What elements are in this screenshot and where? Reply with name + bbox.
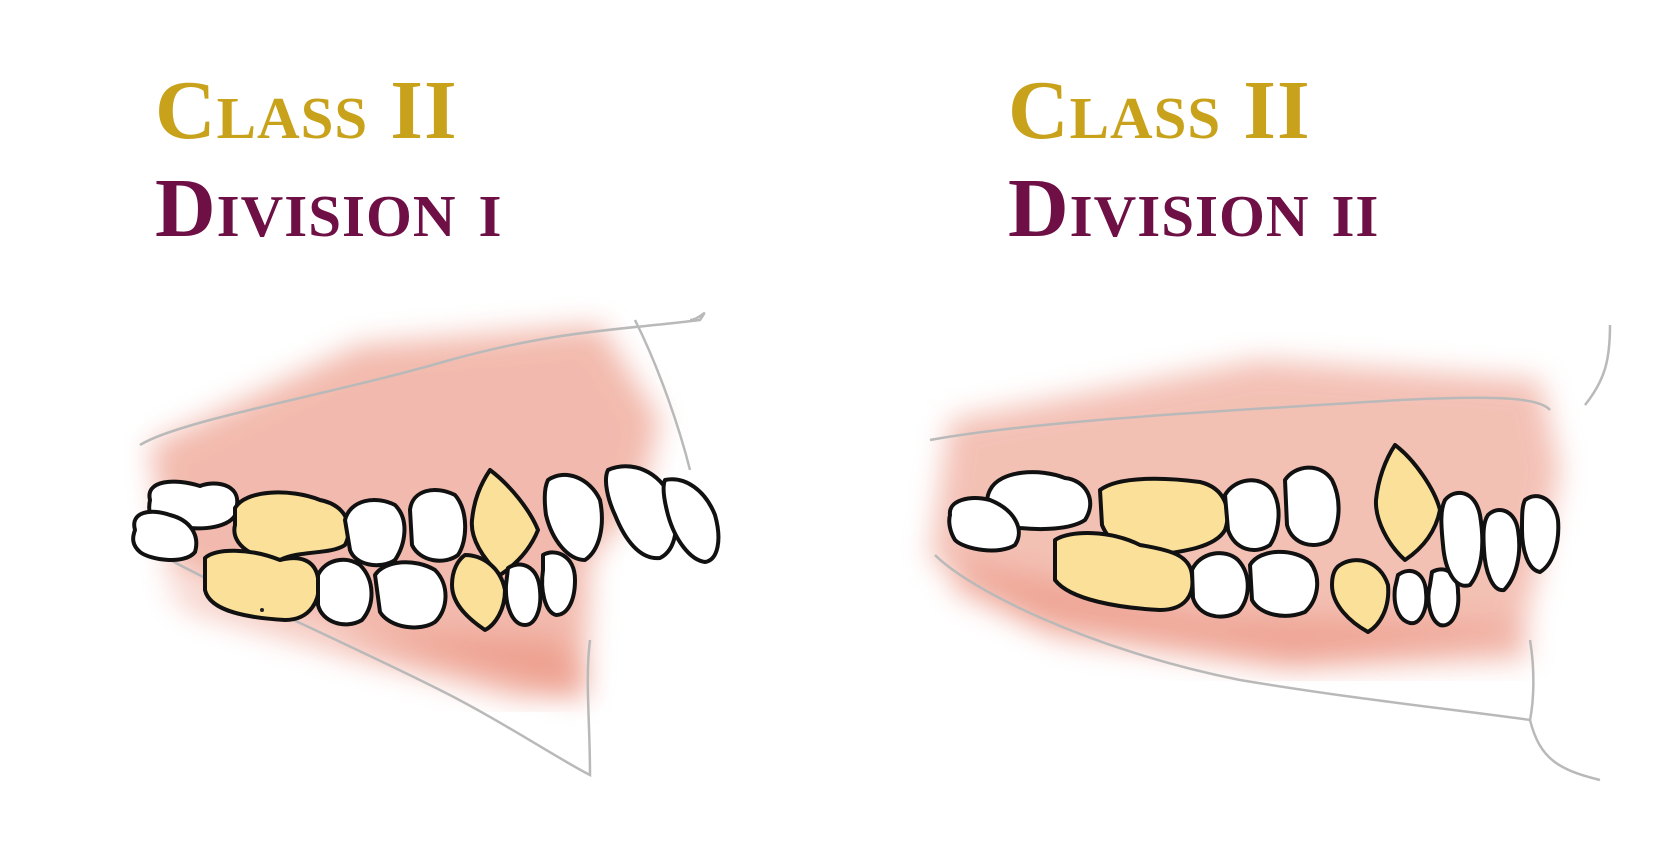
lower-lip-contour — [1528, 639, 1535, 721]
tooth — [503, 562, 543, 627]
tooth — [1223, 478, 1281, 552]
tooth — [604, 464, 678, 561]
tooth — [373, 560, 448, 630]
panel-class-ii-division-ii: Class II Division ii — [840, 0, 1680, 860]
upper-lip-contour — [1584, 324, 1612, 406]
tooth — [1283, 465, 1341, 547]
teeth — [131, 464, 721, 632]
jaw-illustration-division-i — [131, 312, 721, 778]
highlighted-tooth — [1373, 443, 1442, 562]
lower-jaw-contour — [934, 554, 1601, 782]
tooth — [343, 498, 407, 568]
gum-shading-deep — [950, 560, 1530, 670]
tooth — [540, 550, 577, 617]
tooth — [1392, 569, 1429, 626]
tooth — [947, 496, 1021, 553]
tooth — [1439, 490, 1485, 588]
tooth — [661, 477, 721, 564]
upper-lip-contour — [633, 319, 692, 471]
tooth — [131, 509, 199, 562]
dot-mark — [260, 608, 264, 612]
highlighted-tooth — [1330, 558, 1391, 634]
gum-shading-deep — [160, 580, 585, 700]
upper-lip-line — [139, 312, 706, 447]
tooth — [1481, 508, 1522, 592]
class-label: Class II — [155, 64, 458, 157]
upper-lip-line — [929, 396, 1551, 442]
tooth — [1190, 551, 1250, 619]
teeth — [947, 443, 1561, 634]
class-label: Class II — [1008, 64, 1311, 157]
tooth — [1520, 494, 1561, 574]
jaw-illustration-division-ii — [929, 324, 1612, 782]
division-label: Division i — [155, 162, 503, 255]
tooth — [316, 557, 374, 627]
tooth — [542, 472, 604, 562]
highlighted-tooth — [232, 490, 351, 562]
division-label: Division ii — [1008, 162, 1380, 255]
highlighted-tooth — [450, 553, 507, 632]
tooth — [408, 488, 468, 563]
panel-class-ii-division-i: Class II Division i — [131, 64, 721, 778]
tooth — [1248, 549, 1320, 618]
